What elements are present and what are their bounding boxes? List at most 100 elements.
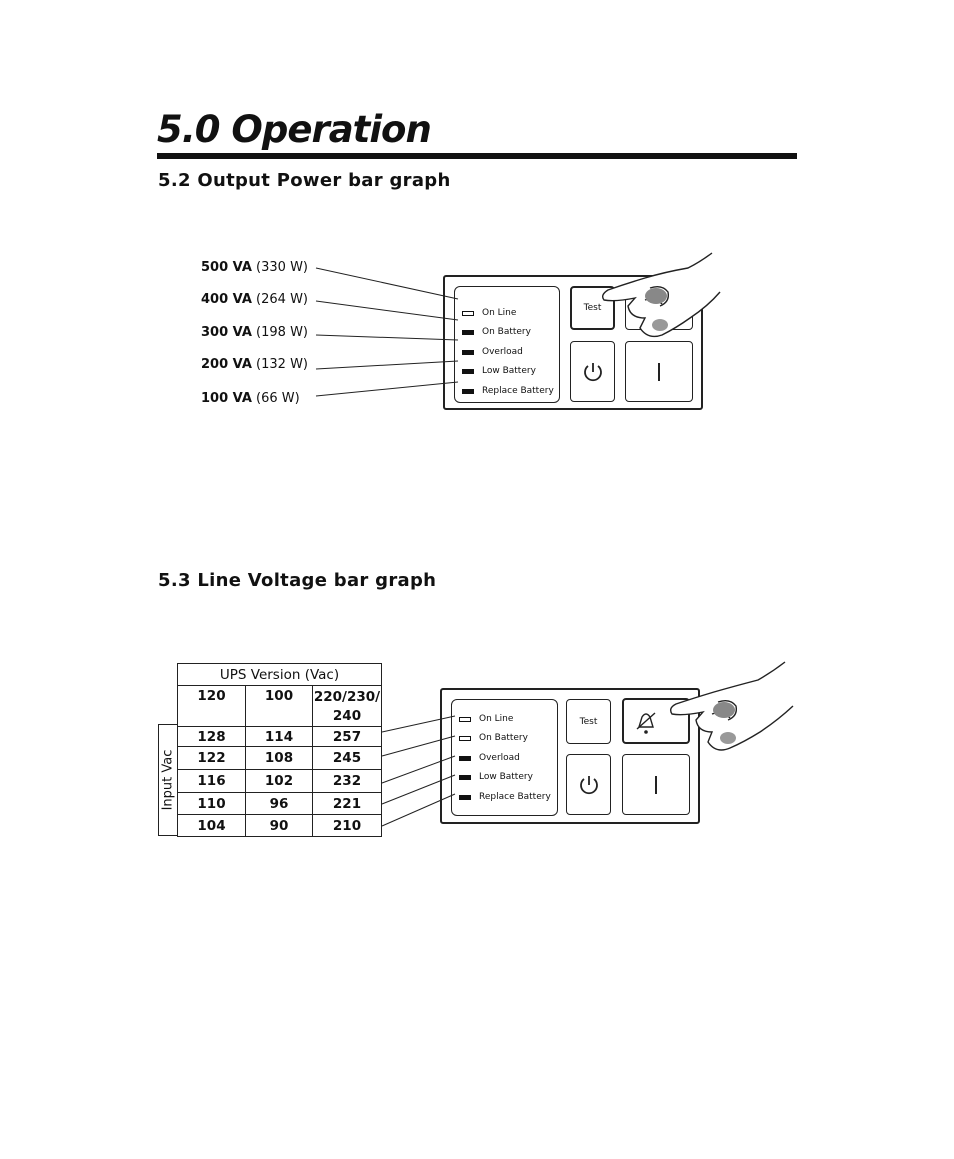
led-lit-icon (459, 716, 471, 722)
table-cell: 210 (312, 814, 382, 837)
power-on-button[interactable] (622, 754, 690, 815)
standby-button[interactable] (566, 754, 611, 815)
led-row: On Battery (459, 732, 551, 744)
section-52-title: 5.2 Output Power bar graph (158, 170, 451, 191)
column-header-line: 220/230/ (313, 689, 381, 705)
led-row: Overload (459, 752, 551, 764)
led-dark-icon (462, 349, 474, 355)
led-lit-icon (459, 735, 471, 741)
led-dark-icon (462, 329, 474, 335)
va-value: 400 VA (201, 292, 252, 307)
led-list: On Line On Battery Overload Low Battery … (462, 307, 554, 397)
test-button[interactable]: Test (570, 286, 615, 330)
va-value: 300 VA (201, 325, 252, 340)
led-label: On Battery (479, 733, 528, 743)
test-button-label: Test (583, 303, 602, 313)
va-label-200: 200 VA (132 W) (201, 357, 308, 372)
column-header-100: 100 (245, 685, 313, 727)
power-on-bar-icon (658, 362, 660, 381)
led-row: Low Battery (459, 771, 551, 783)
table-cell: 257 (312, 726, 382, 747)
table-cell: 102 (245, 769, 313, 793)
test-button[interactable]: Test (566, 699, 611, 744)
table-cell: 232 (312, 769, 382, 793)
led-dark-icon (459, 755, 471, 761)
va-label-300: 300 VA (198 W) (201, 325, 308, 340)
table-cell: 90 (245, 814, 313, 837)
column-header-line: 240 (332, 708, 362, 724)
table-cell: 245 (312, 746, 382, 770)
leader-line (381, 715, 456, 733)
va-value: 100 VA (201, 391, 252, 406)
led-row: Replace Battery (462, 385, 554, 397)
va-value: 500 VA (201, 260, 252, 275)
leader-line (315, 334, 459, 341)
leader-line (315, 360, 459, 370)
leader-line (381, 793, 456, 827)
table-cell: 128 (177, 726, 246, 747)
standby-button[interactable] (570, 341, 615, 402)
pressing-hand-icon (601, 252, 721, 338)
watt-value: (132 W) (256, 357, 308, 372)
pressing-hand-icon (669, 661, 794, 751)
led-indicator-group: On Line On Battery Overload Low Battery … (454, 286, 560, 403)
leader-line (381, 755, 456, 784)
led-label: Overload (479, 753, 520, 763)
led-dark-icon (462, 368, 474, 374)
watt-value: (330 W) (256, 260, 308, 275)
test-button-label: Test (579, 716, 598, 727)
power-standby-icon (583, 362, 602, 381)
power-on-bar-icon (655, 775, 657, 794)
leader-line (315, 381, 459, 397)
leader-line (315, 300, 459, 321)
led-label: Low Battery (482, 366, 536, 376)
table-cell: 122 (177, 746, 246, 770)
column-header-230: 220/230/240 (312, 685, 382, 727)
led-row: On Battery (462, 326, 554, 338)
va-label-100: 100 VA (66 W) (201, 391, 300, 406)
led-label: On Line (479, 714, 514, 724)
table-cell: 110 (177, 792, 246, 815)
leader-lines-52 (315, 267, 459, 397)
power-standby-icon (579, 775, 598, 794)
power-on-button[interactable] (625, 341, 693, 402)
leader-line (381, 774, 456, 805)
va-label-400: 400 VA (264 W) (201, 292, 308, 307)
led-list: On Line On Battery Overload Low Battery … (459, 713, 551, 803)
led-dark-icon (459, 774, 471, 780)
led-lit-icon (462, 310, 474, 316)
led-label: Replace Battery (482, 386, 554, 396)
led-label: Low Battery (479, 772, 533, 782)
va-label-500: 500 VA (330 W) (201, 260, 308, 275)
watt-value: (264 W) (256, 292, 308, 307)
led-label: Overload (482, 347, 523, 357)
voltage-table: UPS Version (Vac) 120 100 220/230/240 12… (177, 663, 382, 837)
leader-line (315, 267, 459, 300)
led-row: On Line (459, 713, 551, 725)
alarm-silence-icon (636, 712, 656, 734)
chapter-title: 5.0 Operation (157, 108, 432, 151)
led-label: On Line (482, 308, 517, 318)
watt-value: (198 W) (256, 325, 308, 340)
section-53-title: 5.3 Line Voltage bar graph (158, 570, 437, 591)
led-row: Replace Battery (459, 791, 551, 803)
table-cell: 108 (245, 746, 313, 770)
watt-value: (66 W) (256, 391, 300, 406)
table-cell: 221 (312, 792, 382, 815)
led-label: Replace Battery (479, 792, 551, 802)
led-row: Low Battery (462, 365, 554, 377)
led-dark-icon (459, 794, 471, 800)
input-vac-label: Input Vac (158, 724, 177, 836)
led-row: On Line (462, 307, 554, 319)
title-rule (157, 153, 797, 159)
led-dark-icon (462, 388, 474, 394)
leader-line (381, 735, 456, 757)
va-value: 200 VA (201, 357, 252, 372)
led-label: On Battery (482, 327, 531, 337)
